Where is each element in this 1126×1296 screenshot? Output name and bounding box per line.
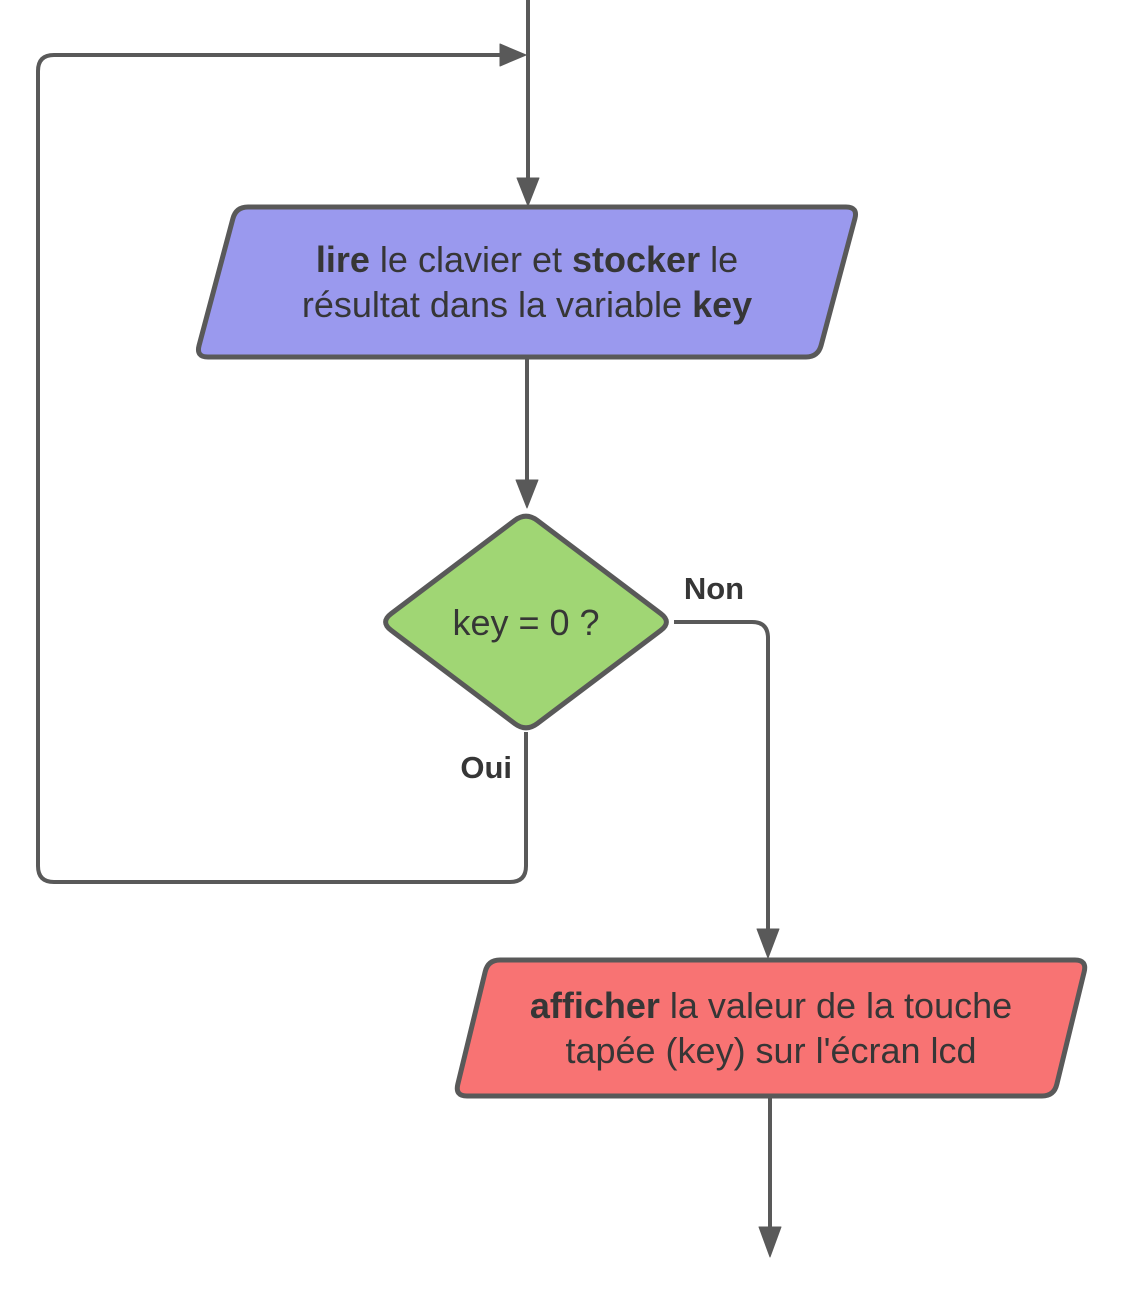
- text-segment: afficher: [529, 985, 660, 1026]
- node-decision-label: key = 0 ?: [452, 602, 600, 643]
- edge-read-to-decision-arrowhead-icon: [515, 479, 539, 509]
- text-segment: tapée (key) sur l'écran lcd: [565, 1030, 977, 1071]
- edge-yes-label: Oui: [460, 750, 512, 785]
- node-display-lcd-shape: [454, 957, 1088, 1099]
- node-read-keyboard-label-line1: lire le clavier et stocker le: [212, 237, 842, 282]
- edge-no-label: Non: [683, 571, 745, 606]
- node-display-lcd-label: afficher la valeur de la touche tapée (k…: [456, 983, 1086, 1073]
- text-segment: la valeur de la touche: [659, 985, 1013, 1026]
- node-decision-shape: [383, 513, 669, 731]
- text-segment: lire: [315, 239, 370, 280]
- text-segment: résultat dans la variable: [301, 284, 693, 325]
- edge-entry-arrowhead-icon: [516, 177, 540, 207]
- edge-loop-yes-arrowhead-icon: [499, 43, 527, 67]
- connector-layer: [36, 0, 1088, 1258]
- text-segment: le clavier et: [369, 239, 572, 280]
- edge-no-arrowhead-icon: [756, 928, 780, 959]
- node-read-keyboard-label-line2: résultat dans la variable key: [212, 282, 842, 327]
- edge-exit-arrowhead-icon: [758, 1226, 782, 1258]
- edge-loop-yes-line: [36, 53, 528, 884]
- node-read-keyboard-label: lire le clavier et stocker le résultat d…: [212, 237, 842, 327]
- node-display-lcd-label-line1: afficher la valeur de la touche: [456, 983, 1086, 1028]
- node-read-keyboard-shape: [195, 204, 859, 360]
- text-segment: stocker: [572, 239, 701, 280]
- node-display-lcd-label-line2: tapée (key) sur l'écran lcd: [456, 1028, 1086, 1073]
- edge-no-line: [674, 620, 770, 930]
- text-segment: le: [700, 239, 739, 280]
- text-segment: key: [692, 284, 753, 325]
